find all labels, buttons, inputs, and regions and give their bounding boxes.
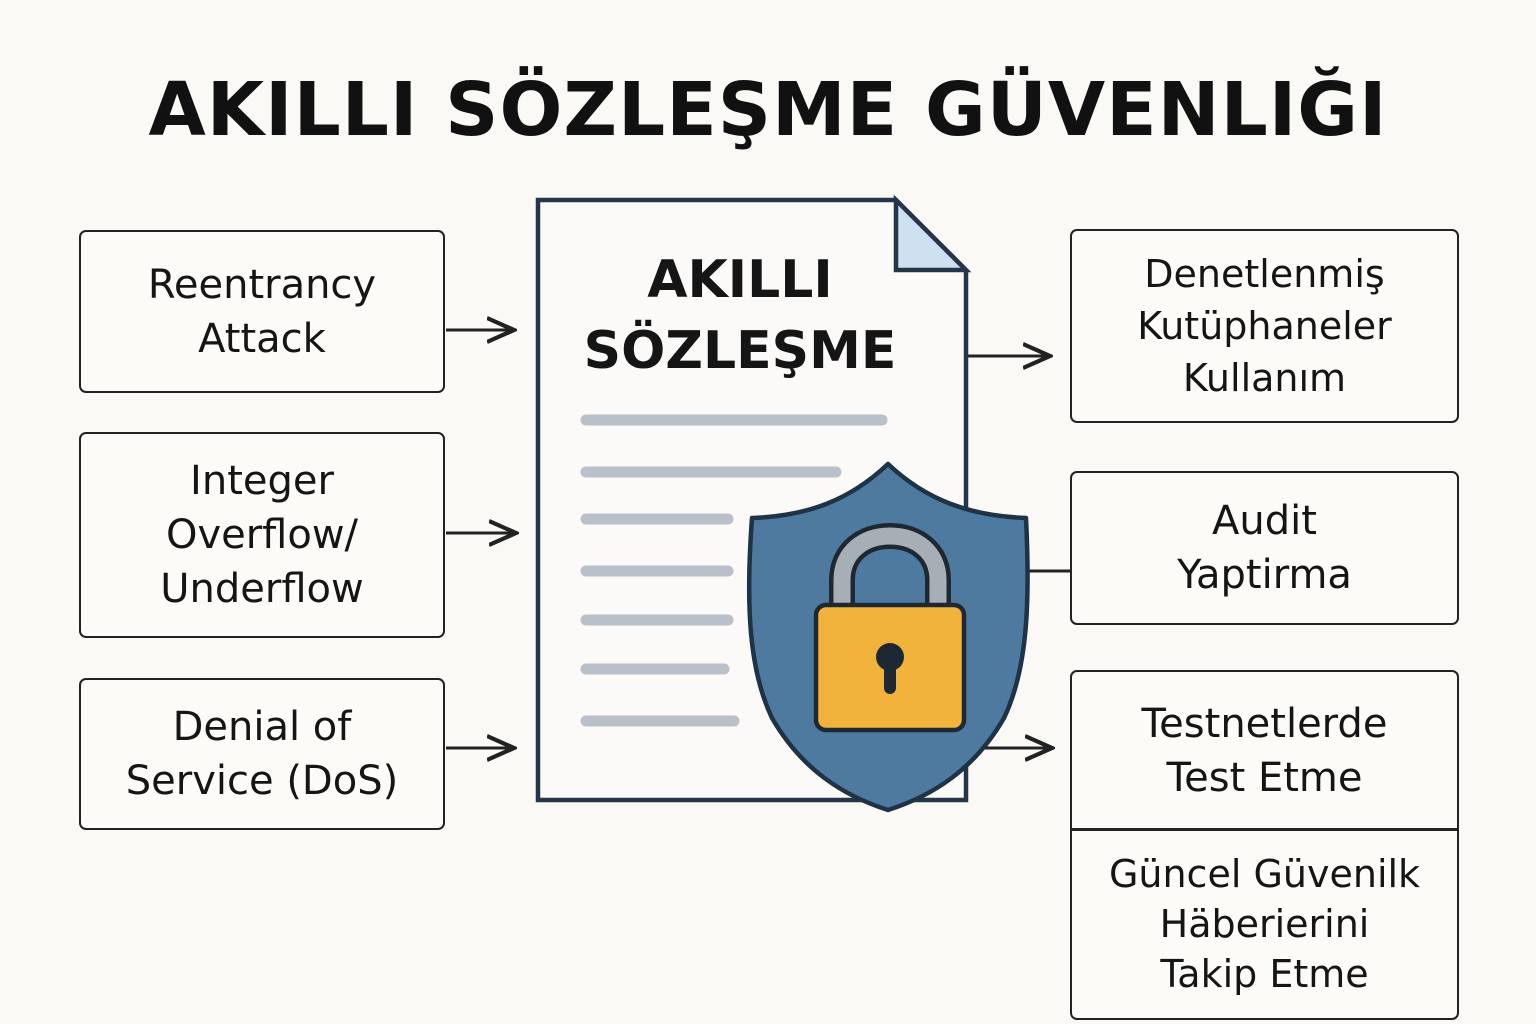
threat-box-reentrancy: Reentrancy Attack [79,230,445,393]
document-folded-corner [893,194,972,273]
padlock-icon [813,522,967,733]
threat-label-dos: Denial of Service (DoS) [125,704,399,804]
measure-box-audit: Audit Yaptirma [1070,471,1459,625]
measure-label-audited-libraries: Denetlenmiş Kutüphaneler Kullanım [1137,252,1392,400]
measure-label-security-news: Güncel Güvenilk Häberierini Takip Etme [1108,852,1421,996]
threat-label-reentrancy: Reentrancy Attack [147,261,377,362]
measure-group-divider [1072,828,1457,831]
measure-cell-testnet: Testnetlerde Test Etme [1072,672,1457,829]
measure-label-audit: Audit Yaptirma [1177,498,1352,598]
document-text-lines [580,414,888,727]
measure-group-box: Testnetlerde Test Etme Güncel Güvenilk H… [1070,670,1459,1020]
threat-box-dos: Denial of Service (DoS) [79,678,445,830]
measure-label-testnet: Testnetlerde Test Etme [1141,700,1388,801]
document-title-line2: SÖZLEŞME [583,321,897,381]
threat-label-integer-overflow: Integer Overflow/ Underflow [160,458,364,612]
measure-cell-security-news: Güncel Güvenilk Häberierini Takip Etme [1072,831,1457,1017]
threat-box-integer-overflow: Integer Overflow/ Underflow [79,432,445,638]
page-title: AKILLI SÖZLEŞME GÜVENLIĞI [148,67,1388,153]
measure-box-audited-libraries: Denetlenmiş Kutüphaneler Kullanım [1070,229,1459,423]
document-title-line1: AKILLI [647,250,833,310]
